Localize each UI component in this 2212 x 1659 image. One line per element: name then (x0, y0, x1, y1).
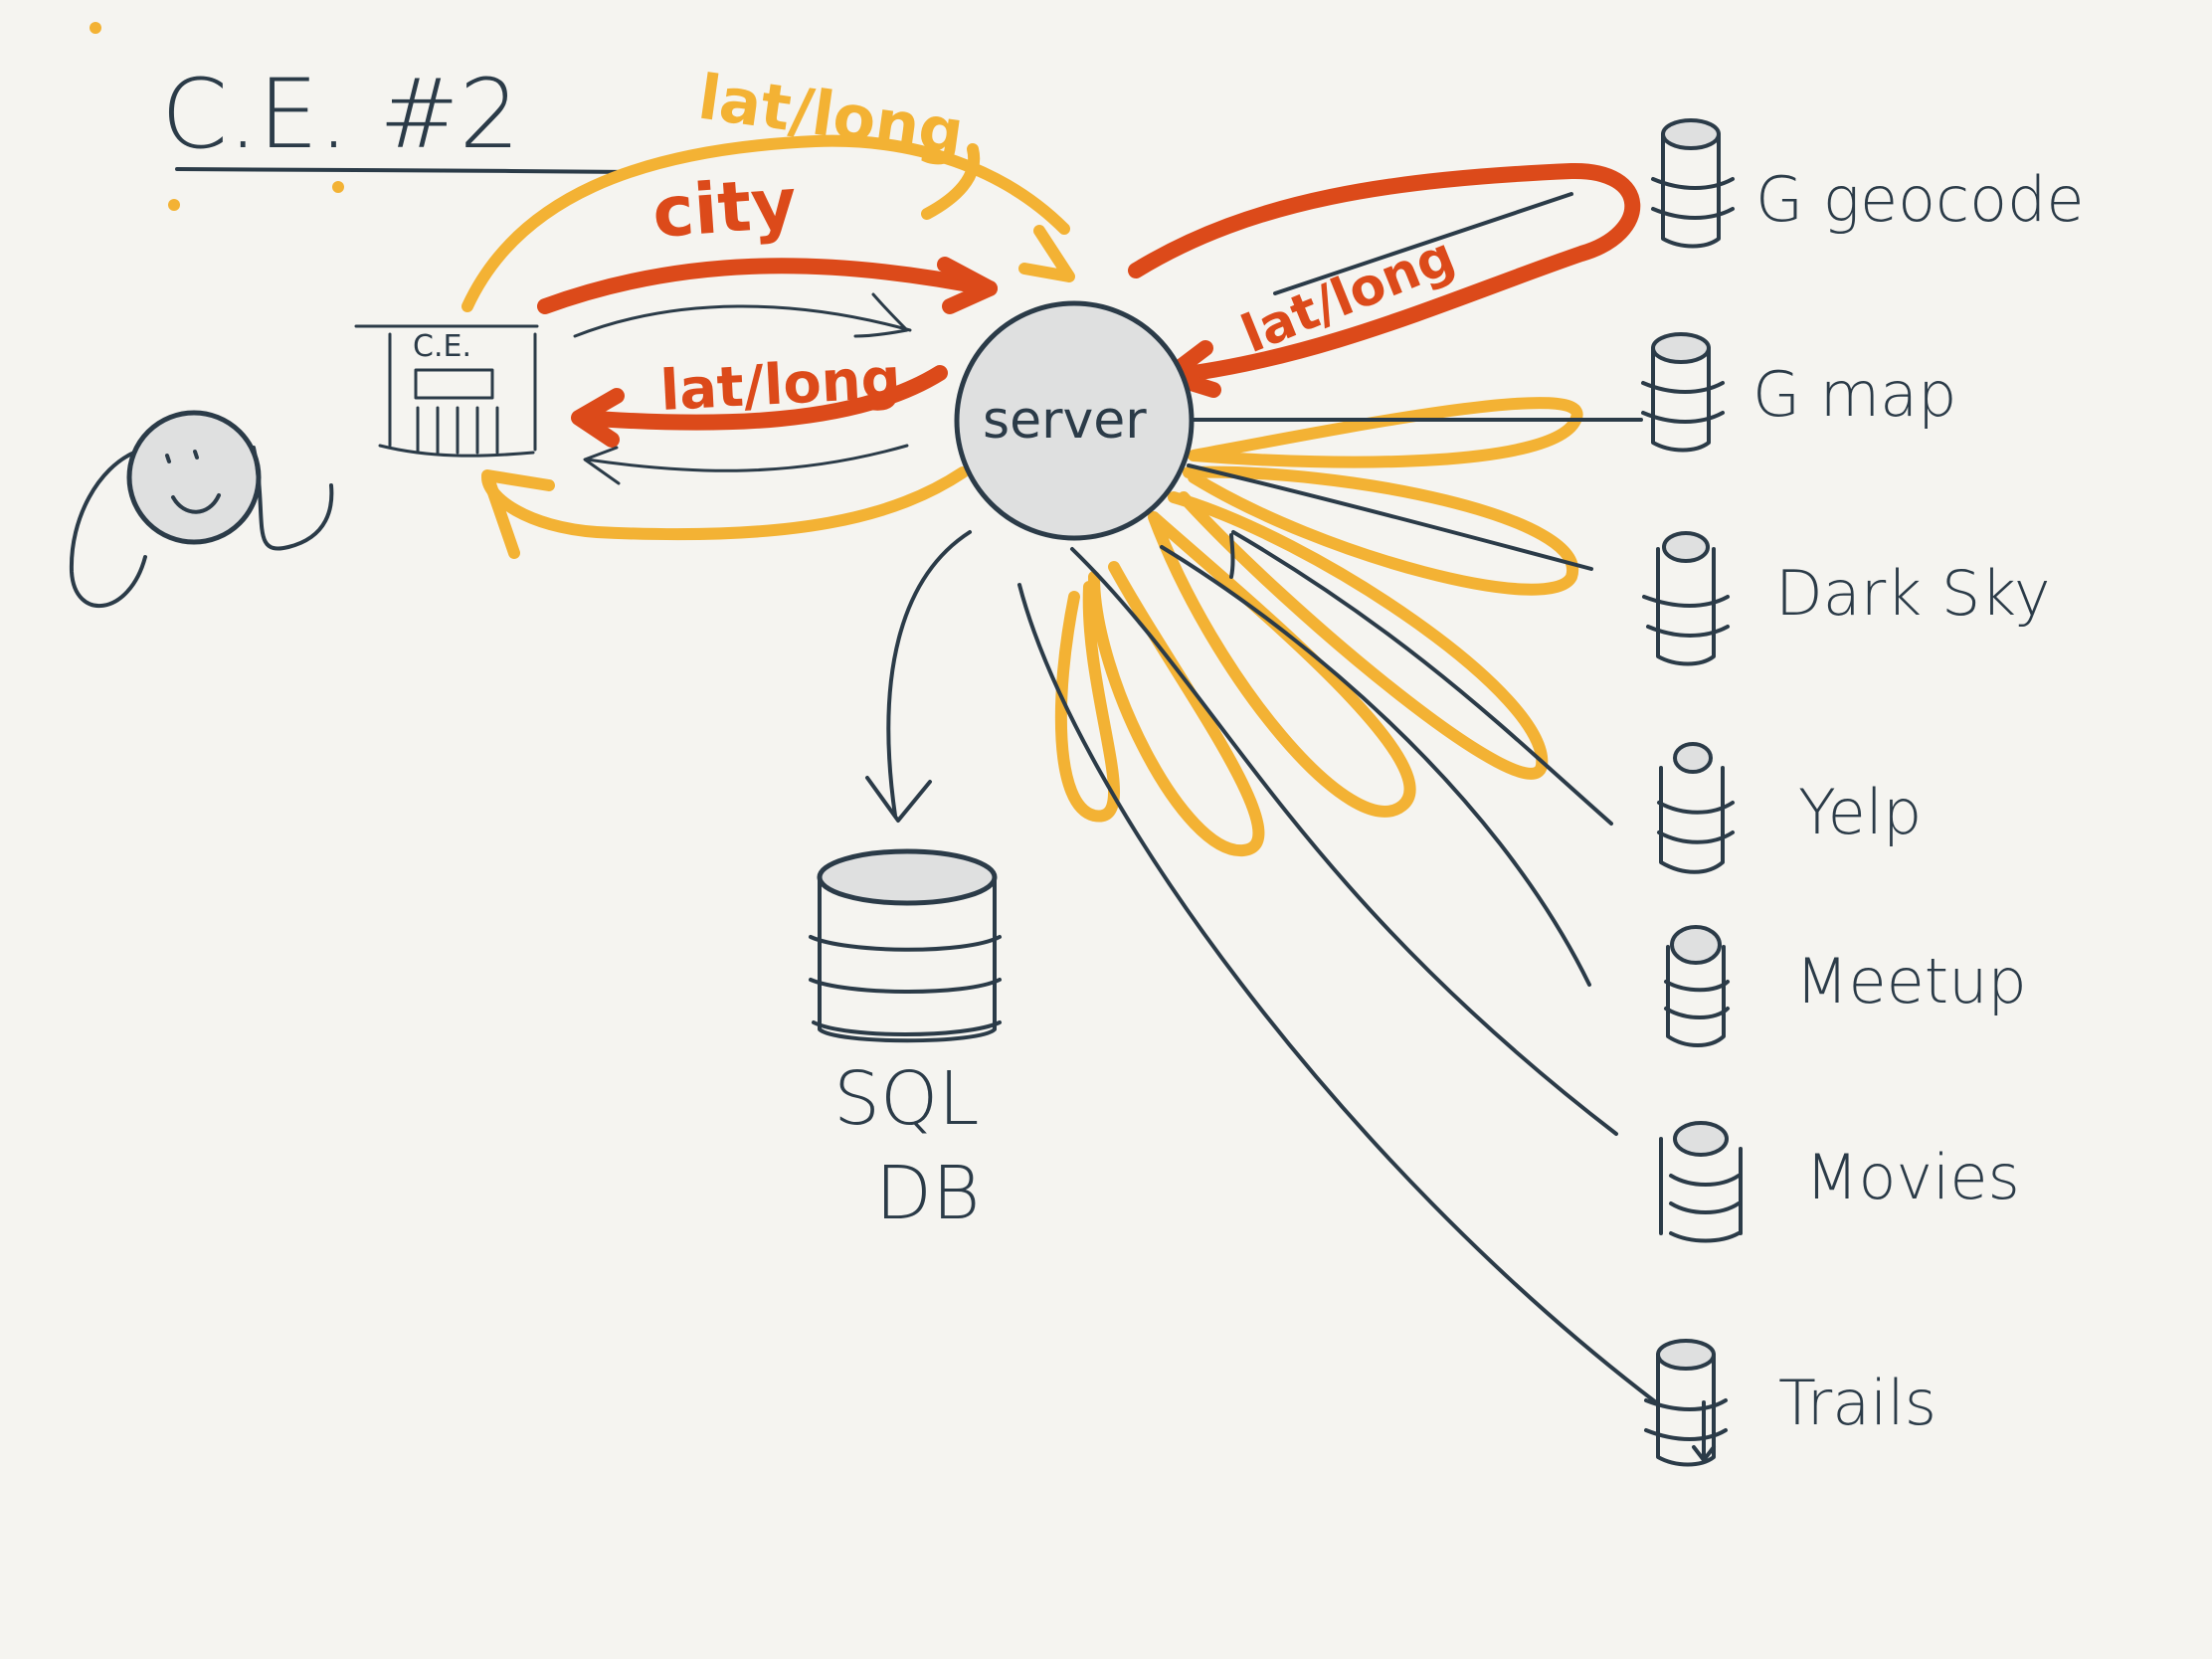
latlong-response-arrow (574, 365, 948, 431)
api-icons (1641, 118, 1743, 1467)
api-db-icon (1657, 742, 1735, 874)
server-to-client-yellow-arrow (481, 466, 969, 541)
sql-db-label-line1: SQL (833, 1056, 979, 1142)
user-person-icon (69, 410, 334, 609)
yellow-api-petals (1054, 397, 1583, 857)
doodle-dot (332, 181, 344, 193)
client-to-server-yellow-arrow (461, 134, 1070, 312)
api-label-meetup: Meetup (1795, 945, 2027, 1017)
api-db-icon (1651, 118, 1735, 249)
server-node: server (954, 300, 1195, 541)
geocode-loop-arrow (1128, 162, 1641, 384)
city-label: city (649, 162, 799, 254)
title-group: C.E. #2 (90, 22, 639, 211)
thin-request-arrows (573, 292, 912, 485)
api-label-yelp: Yelp (1798, 776, 1922, 848)
page-title: C.E. #2 (161, 59, 520, 170)
api-label-map: G map (1752, 358, 1957, 431)
server-to-db-arrow (865, 530, 972, 823)
api-label-geocode: G geocode (1755, 163, 2085, 236)
city-request-arrow (537, 258, 998, 314)
sql-db-icon (809, 848, 1002, 1043)
api-db-icon (1642, 531, 1730, 666)
server-label: server (983, 391, 1147, 451)
api-label-dark-sky: Dark Sky (1775, 557, 2051, 630)
doodle-dot (90, 22, 101, 34)
api-db-icon (1664, 925, 1730, 1047)
latlong-return-label: lat/long (658, 346, 902, 424)
client-ce-box: C.E. (354, 324, 539, 458)
api-connector-lines (1017, 192, 1658, 1404)
api-label-trails: Trails (1778, 1367, 1936, 1439)
api-labels: G geocode G map Dark Sky Yelp Meetup Mov… (1752, 163, 2085, 1439)
red-flow-arrows (537, 162, 1641, 448)
api-db-icon (1644, 1339, 1728, 1467)
api-label-movies: Movies (1805, 1141, 2020, 1213)
sql-db-label-line2: DB (875, 1151, 980, 1236)
client-ce-label: C.E. (413, 329, 471, 364)
doodle-dot (168, 199, 180, 211)
title-underline (175, 167, 639, 174)
yellow-flow-loops (461, 134, 1075, 559)
api-db-icon (1659, 1121, 1743, 1243)
api-db-icon (1641, 332, 1725, 453)
